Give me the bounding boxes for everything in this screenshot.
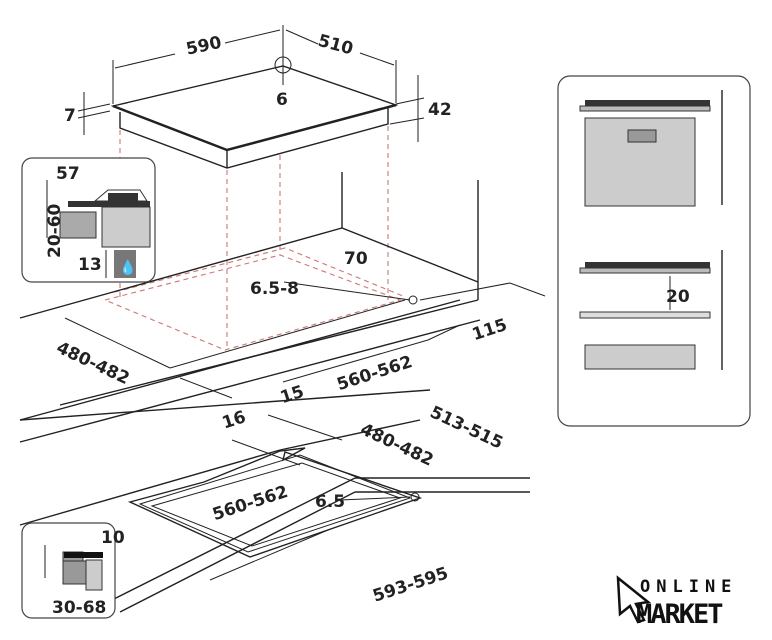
svg-text:💧: 💧 xyxy=(119,259,136,276)
dim-inset-top: 57 xyxy=(56,164,80,184)
online-market-logo: ONLINE MARKET xyxy=(616,575,737,630)
dim-cutout-corner: 6.5-8 xyxy=(250,279,299,299)
dim-side-clearance: 115 xyxy=(470,315,510,345)
dim-cutout-width: 560-562 xyxy=(335,352,415,395)
flush-countertop-drawing xyxy=(19,414,530,613)
logo-line2: MARKET xyxy=(636,599,723,630)
logo-line1: ONLINE xyxy=(640,577,737,597)
dim-flush-thickness: 30-68 xyxy=(52,598,106,618)
dim-oven-gap: 20 xyxy=(666,287,690,307)
dim-cutout-depth: 480-482 xyxy=(53,338,132,389)
dim-front-offset: 15 xyxy=(278,382,307,408)
dim-flush-cutout-depth: 480-482 xyxy=(357,420,436,471)
countertop-drawing xyxy=(19,172,546,443)
hob-drawing xyxy=(77,25,425,169)
dim-rear-clearance: 70 xyxy=(344,249,368,269)
dim-flush-cutout-width: 560-562 xyxy=(210,482,290,525)
inset-hob-section: 💧 xyxy=(21,157,156,283)
dim-inset-gap: 20-60 xyxy=(45,203,65,258)
inset-flush-section xyxy=(21,522,116,619)
dim-front-edge: 16 xyxy=(220,407,249,433)
dim-flush-outer-width: 593-595 xyxy=(370,563,450,606)
cursor-icon xyxy=(616,575,651,624)
dim-hob-depth: 510 xyxy=(316,31,356,60)
oven-installation-panel xyxy=(557,75,751,427)
dim-flush-step: 10 xyxy=(101,528,125,548)
dim-hob-width: 590 xyxy=(184,33,223,60)
dim-inset-bottom: 13 xyxy=(78,255,102,275)
dim-flush-outer-depth: 513-515 xyxy=(427,402,506,453)
dim-hob-height: 42 xyxy=(428,100,452,120)
dim-glass-thickness: 7 xyxy=(64,106,76,126)
dim-gas-inlet: 6 xyxy=(276,90,288,110)
dim-flush-corner: 6.5 xyxy=(315,492,345,512)
